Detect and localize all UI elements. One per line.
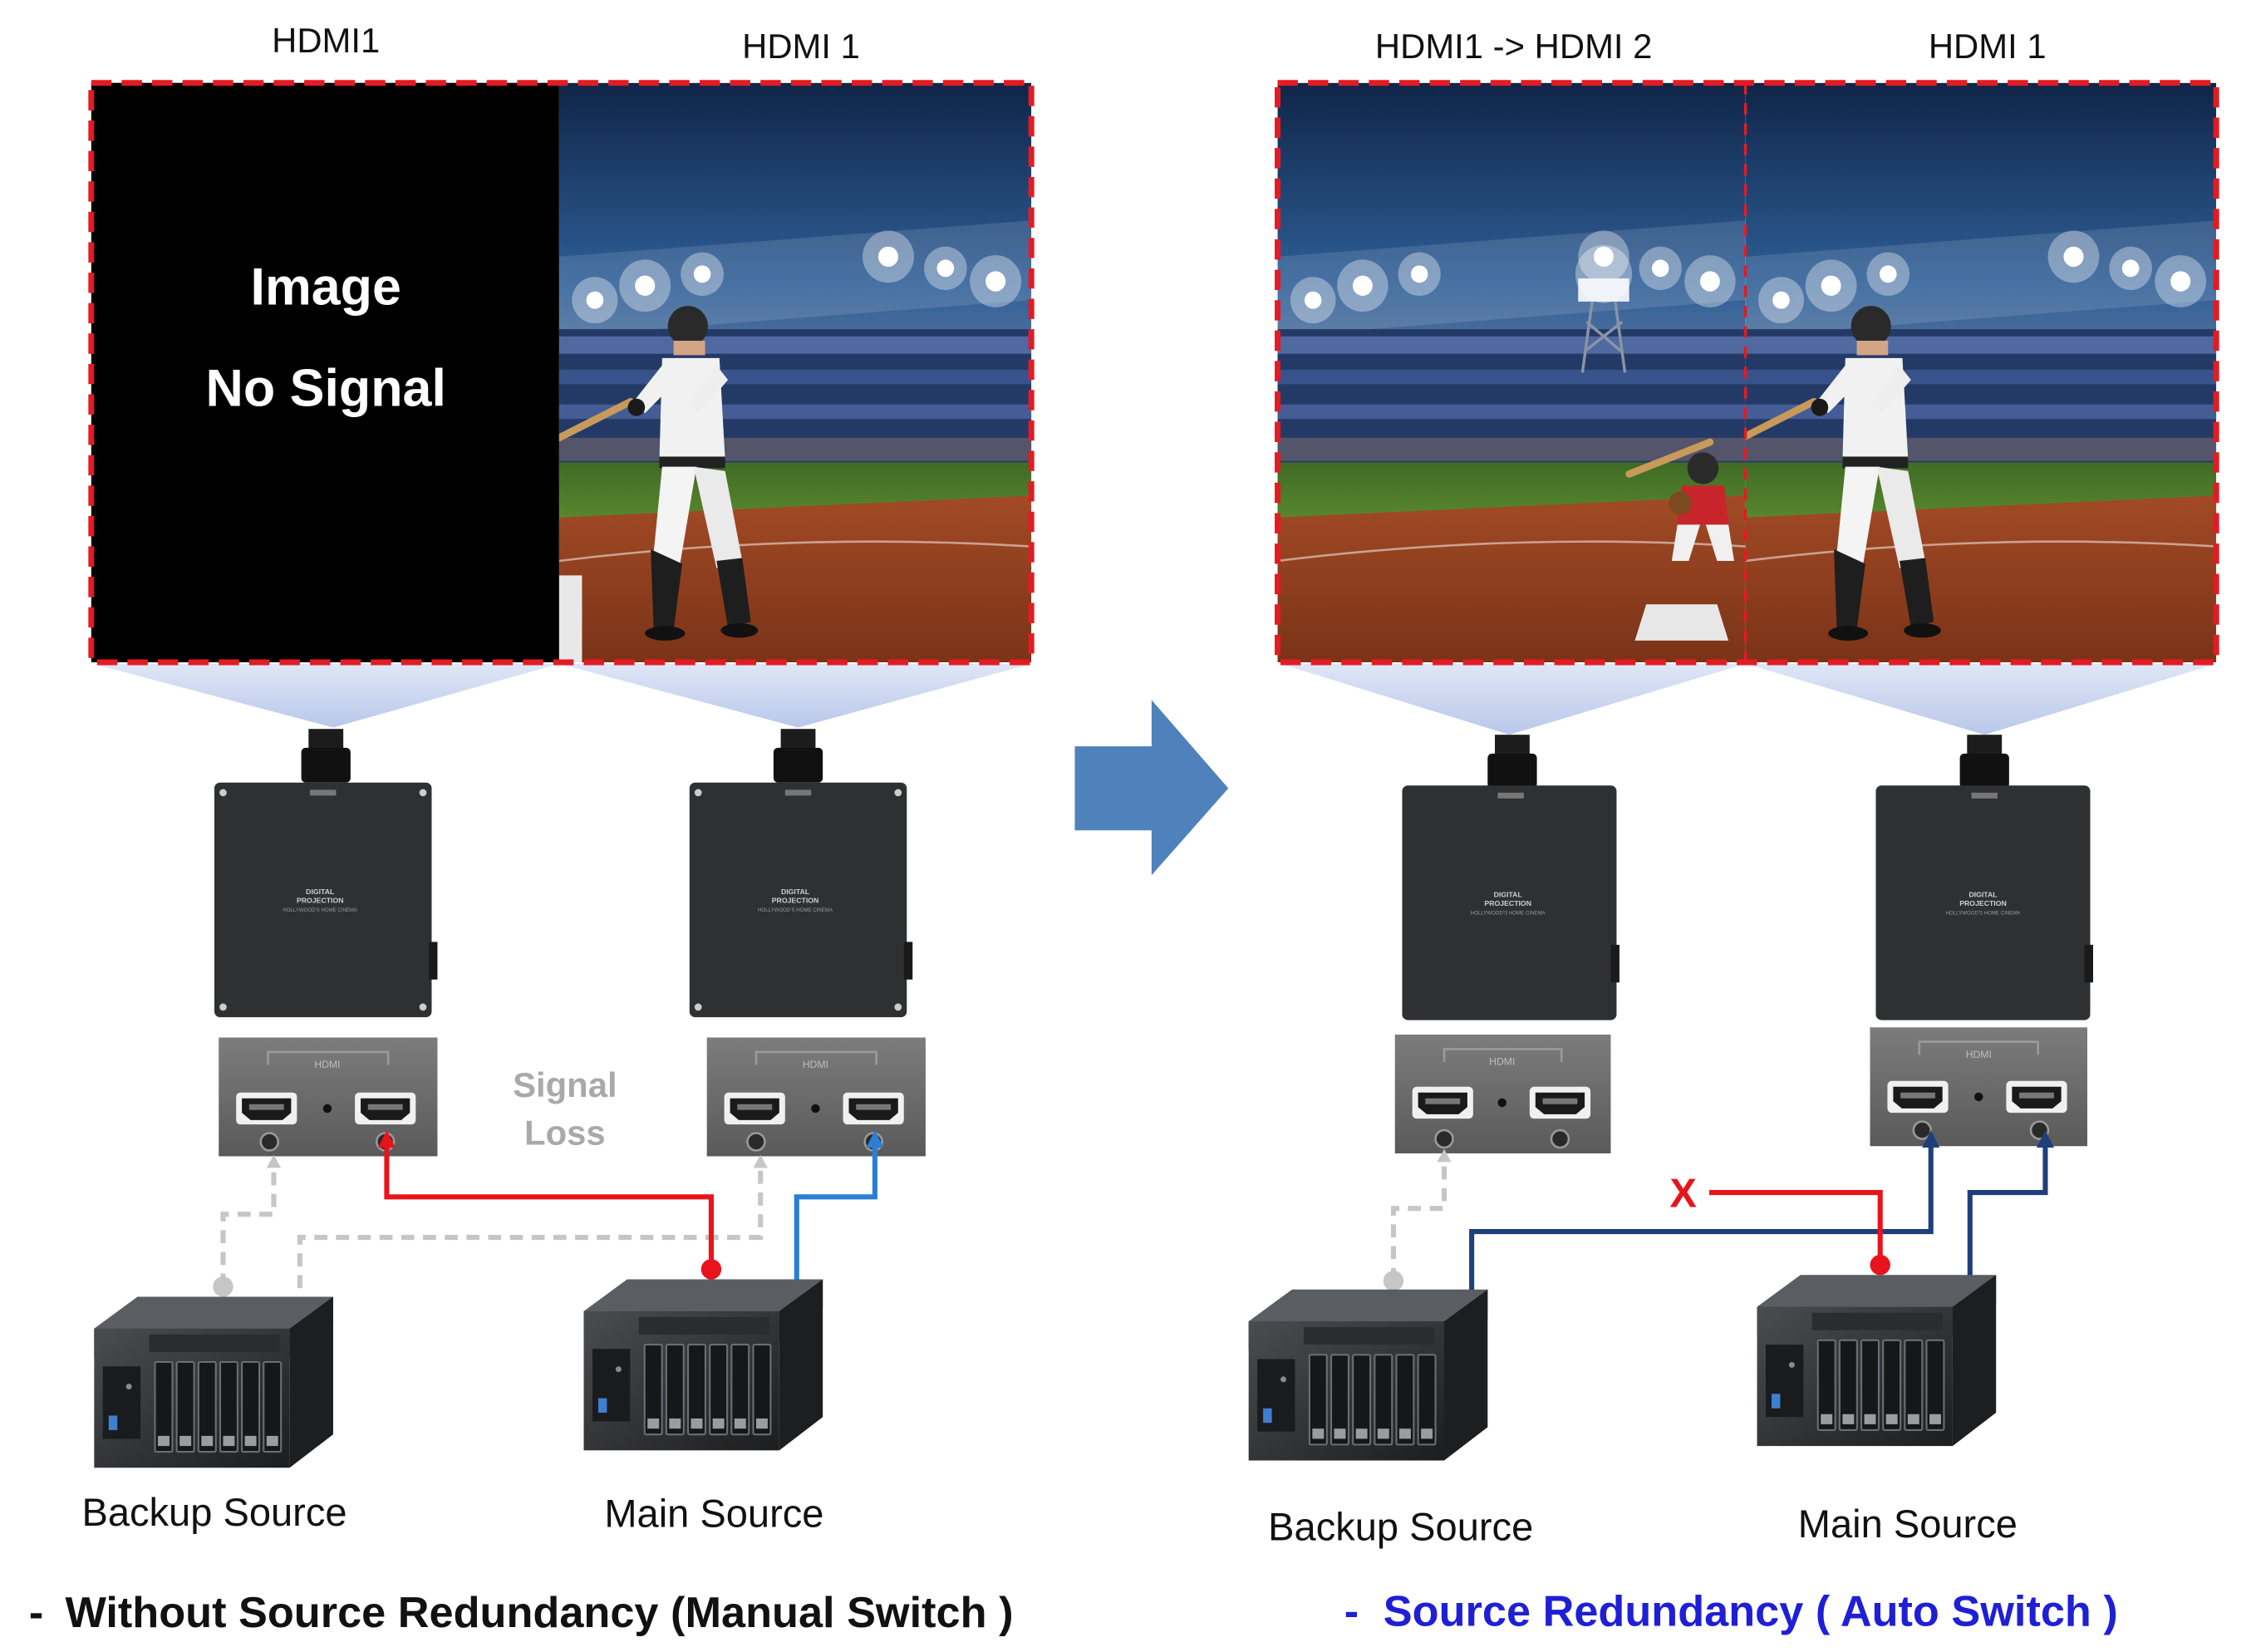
hdmi-panel-label: HDMI <box>314 1059 340 1070</box>
right-backup-gray-cable <box>1383 1148 1452 1291</box>
hdmi-panel-label: HDMI <box>1489 1056 1515 1068</box>
hdmi-port-icon <box>1412 1086 1473 1119</box>
right-screen1-stadium-image <box>1277 82 1746 663</box>
projector-icon <box>1402 785 1617 1020</box>
projector-brand-3: HOLLYWOOD'S HOME CINEMA <box>758 907 833 913</box>
no-signal-line1: Image <box>251 258 401 316</box>
left-caption: Without Source Redundancy (Manual Switch… <box>65 1589 1013 1637</box>
projector-brand: DIGITAL <box>1968 890 1998 898</box>
projector-brand: DIGITAL <box>1494 890 1523 898</box>
left-screen2-baseball-image <box>558 82 1032 663</box>
right-projector1: DIGITAL PROJECTION HOLLYWOOD'S HOME CINE… <box>1402 735 1619 1020</box>
left-hdmi-panel1: HDMI <box>219 1037 438 1157</box>
no-signal-line2: No Signal <box>206 359 446 417</box>
projector-icon <box>214 782 432 1018</box>
hdmi-port-icon <box>355 1092 416 1125</box>
hdmi-panel-label: HDMI <box>1966 1049 1992 1060</box>
right-main-source-label: Main Source <box>1798 1502 2018 1546</box>
projector-brand: DIGITAL <box>306 887 335 896</box>
right-screen1-label: HDMI1 -> HDMI 2 <box>1375 27 1653 66</box>
right-backup-source-label: Backup Source <box>1268 1504 1533 1548</box>
left-backup-source-label: Backup Source <box>81 1490 346 1534</box>
left-screen1-no-signal <box>91 82 559 663</box>
left-screen2-label: HDMI 1 <box>742 27 860 66</box>
right-arrow-icon <box>1074 700 1229 876</box>
left-main-source-label: Main Source <box>604 1492 823 1536</box>
right-screen2-baseball-image <box>1745 82 2217 663</box>
x-mark: X <box>1669 1171 1697 1216</box>
right-projector1-beam <box>1280 663 1746 735</box>
nas-server-icon <box>1756 1274 1998 1448</box>
signal-loss-line1: Signal <box>513 1065 617 1104</box>
right-hdmi-panel1: HDMI <box>1394 1035 1611 1153</box>
projector-brand-2: PROJECTION <box>297 896 344 904</box>
projector-icon <box>689 782 907 1018</box>
projector-brand-2: PROJECTION <box>1959 899 2007 907</box>
left-projector2-beam <box>558 663 1032 728</box>
hdmi-port-icon <box>1887 1080 1949 1114</box>
catcher <box>1669 452 1734 561</box>
right-screen2-label: HDMI 1 <box>1929 27 2047 66</box>
left-caption-dash: - <box>29 1589 43 1637</box>
nas-server-icon <box>93 1296 334 1469</box>
left-main-red-cable <box>377 1130 722 1280</box>
right-hdmi-panel2: HDMI <box>1870 1027 2088 1147</box>
hdmi-port-icon <box>2006 1080 2067 1114</box>
projector-brand-2: PROJECTION <box>1484 899 1531 907</box>
projector-brand-3: HOLLYWOOD'S HOME CINEMA <box>1946 910 2022 916</box>
signal-loss-line2: Loss <box>524 1114 606 1153</box>
left-projector1-beam <box>92 663 559 728</box>
projector-brand-2: PROJECTION <box>772 896 819 904</box>
projector-icon <box>1875 785 2091 1020</box>
hdmi-port-icon <box>236 1092 297 1125</box>
left-projector2: DIGITAL PROJECTION HOLLYWOOD'S HOME CINE… <box>689 729 913 1018</box>
right-main-red-cable <box>1709 1189 1890 1276</box>
projector-brand-3: HOLLYWOOD'S HOME CINEMA <box>1471 910 1546 916</box>
right-main-navy-cable <box>1959 1130 2054 1297</box>
hdmi-panel-label: HDMI <box>803 1059 828 1070</box>
hdmi-port-icon <box>724 1092 785 1125</box>
left-main-blue-cable <box>786 1130 884 1306</box>
right-projector2-beam <box>1745 663 2217 735</box>
left-backup-cables <box>220 1158 764 1310</box>
left-hdmi-panel2: HDMI <box>706 1037 926 1157</box>
left-projector1: DIGITAL PROJECTION HOLLYWOOD'S HOME CINE… <box>214 729 438 1018</box>
hdmi-port-icon <box>1529 1086 1591 1119</box>
left-screen-dashed-border <box>88 80 1035 666</box>
projector-brand-3: HOLLYWOOD'S HOME CINEMA <box>283 907 358 913</box>
projector-brand: DIGITAL <box>781 887 810 896</box>
left-screen1-label: HDMI1 <box>272 21 380 60</box>
right-caption-dash: - <box>1344 1587 1359 1635</box>
right-projector2: DIGITAL PROJECTION HOLLYWOOD'S HOME CINE… <box>1875 735 2093 1020</box>
nas-server-icon <box>582 1278 824 1452</box>
nas-server-icon <box>1247 1288 1489 1462</box>
hdmi-port-icon <box>843 1092 904 1125</box>
right-caption: Source Redundancy ( Auto Switch ) <box>1384 1587 2118 1635</box>
